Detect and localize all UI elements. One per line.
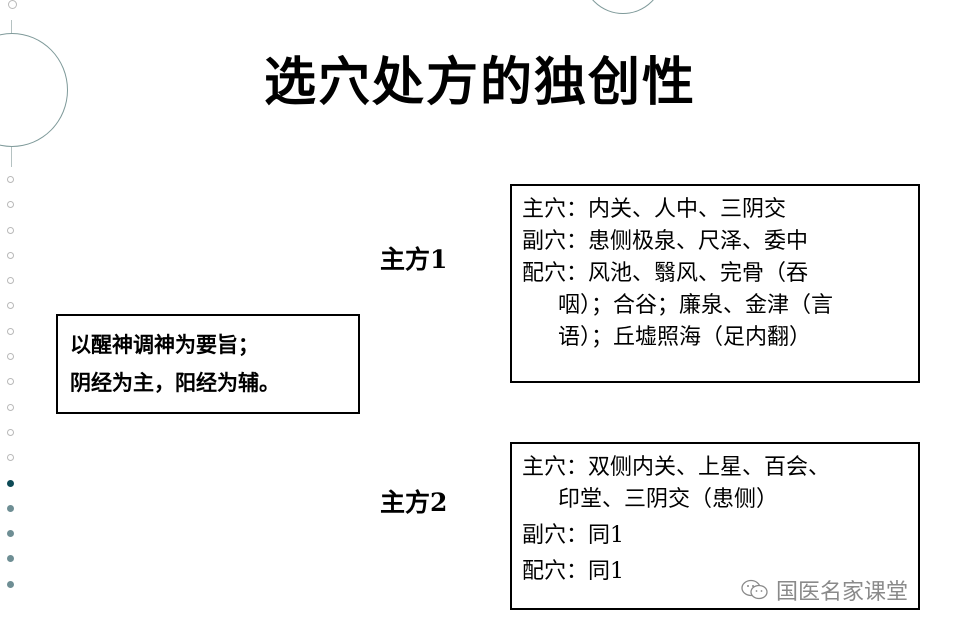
acupoint-line: 主穴：双侧内关、上星、百会、 [522,455,831,480]
acupoint-line: 主穴：内关、人中、三阴交 [522,197,787,222]
slide-dot-icon [7,454,14,462]
slide-dot-icon [7,555,14,563]
slide-dot-icon [7,479,14,487]
watermark-text: 国医名家课堂 [776,580,909,605]
decorative-line [11,147,12,167]
slide-dot-icon [7,251,14,259]
slide-dot-icon [7,226,14,234]
slide-dot-icon [7,504,14,512]
acupoint-line: 语）；丘墟照海（足内翻） [558,325,812,350]
slide-dot-icon [7,353,14,361]
slide-dot-icon [7,327,14,335]
slide-dot-icon [7,378,14,386]
slide-dot-icon [7,403,14,411]
watermark: 国医名家课堂 [740,574,908,606]
acupoint-line: 咽）；合谷；廉泉、金津（言 [558,293,834,318]
decorative-line [11,20,12,34]
slide-dot-column [7,176,19,606]
principle-line: 阴经为主，阳经为辅。 [70,370,280,395]
decorative-dot-top [8,0,17,9]
prescription-2-label: 主方2 [380,488,448,517]
slide-dot-icon [7,580,14,588]
acupoint-line: 配穴：风池、翳风、完骨（吞 [522,261,809,286]
slide-dot-icon [7,428,14,436]
slide-dot-icon [7,530,14,538]
principle-box: 以醒神调神为要旨； 阴经为主，阳经为辅。 [56,314,360,414]
acupoint-line: 配穴：同1 [522,559,624,584]
slide-dot-icon [7,277,14,285]
principle-line: 以醒神调神为要旨； [70,332,259,357]
slide-dot-icon [7,176,14,183]
acupoint-line: 副穴：同1 [522,523,624,548]
prescription-1-label: 主方1 [380,245,448,274]
slide-title: 选穴处方的独创性 [263,52,696,113]
slide-dot-icon [7,201,14,209]
acupoint-line: 副穴：患侧极泉、尺泽、委中 [522,229,809,254]
acupoint-line: 印堂、三阴交（患侧） [558,487,779,512]
wechat-icon [740,578,770,602]
prescription-1-box: 主穴：内关、人中、三阴交 副穴：患侧极泉、尺泽、委中 配穴：风池、翳风、完骨（吞… [510,184,920,383]
decorative-circle-top [582,0,664,14]
slide-dot-icon [7,302,14,310]
prescription-2-box: 主穴：双侧内关、上星、百会、 印堂、三阴交（患侧） 副穴：同1 配穴：同1 [510,442,920,610]
decorative-circle-left [0,33,68,147]
